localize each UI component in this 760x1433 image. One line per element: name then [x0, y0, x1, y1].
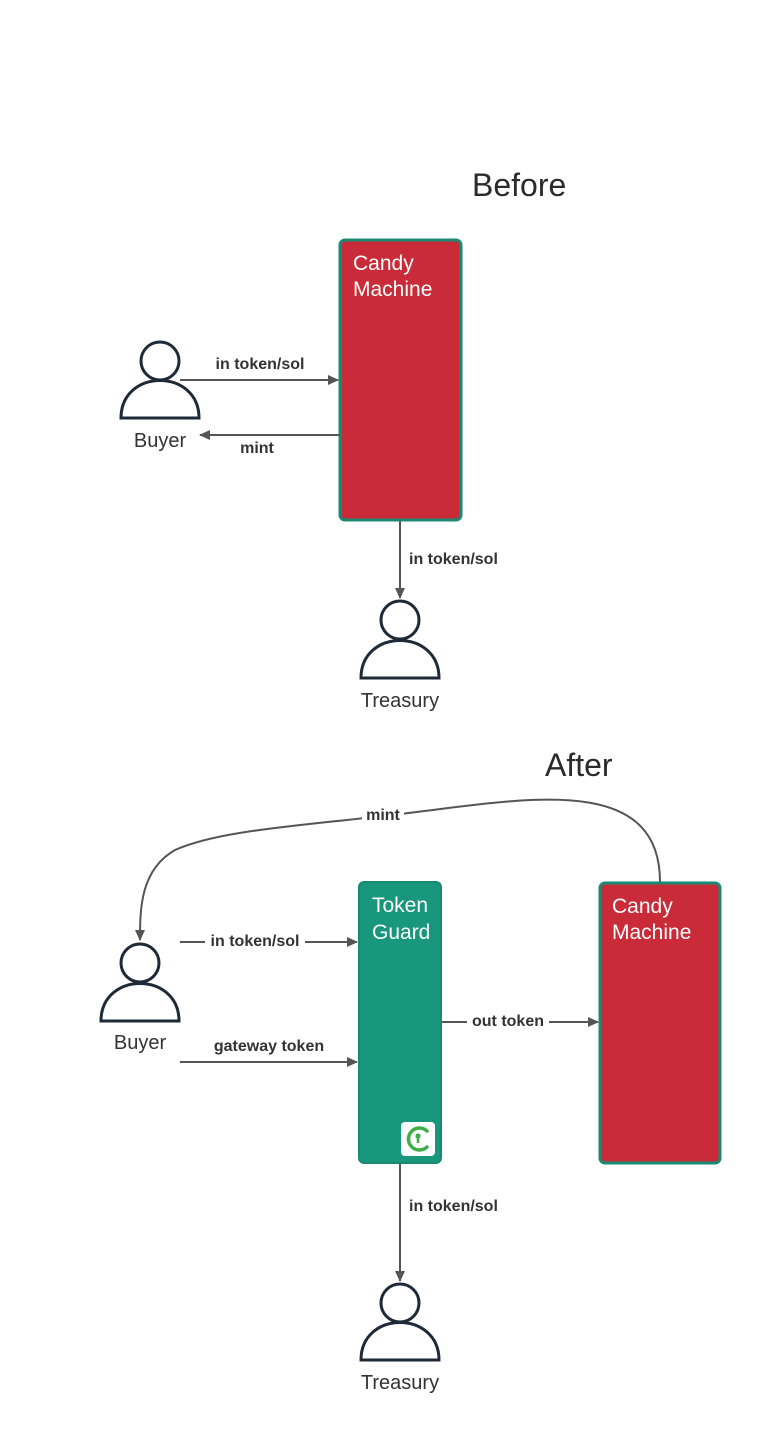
edge-label-in-token-sol: in token/sol [216, 356, 305, 373]
edge-label-in-token-sol-treasury-after: in token/sol [409, 1198, 498, 1215]
edge-label-out-token: out token [472, 1013, 544, 1030]
treasury-person-icon-before [359, 599, 441, 680]
candy-machine-label-line1: Candy [353, 252, 414, 275]
buyer-person-icon-before [119, 340, 201, 420]
treasury-person-icon-after [359, 1282, 441, 1362]
edge-candy-machine-to-buyer-mint [135, 798, 661, 941]
candy-machine-after-label-line1: Candy [612, 895, 673, 918]
before-title: Before [472, 167, 566, 203]
token-guard-label-line1: Token [372, 894, 428, 917]
edge-label-in-token-sol-treasury: in token/sol [409, 551, 498, 568]
candy-machine-box-before: Candy Machine [338, 238, 463, 522]
buyer-person-icon-after [99, 942, 181, 1023]
candy-machine-box-after: Candy Machine [598, 881, 722, 1165]
edge-label-in-token-sol-guard: in token/sol [211, 933, 300, 950]
after-title: After [545, 747, 613, 783]
edge-label-mint-after: mint [366, 807, 400, 824]
edge-label-gateway-token: gateway token [214, 1038, 324, 1055]
token-guard-label-line2: Guard [372, 921, 430, 944]
treasury-label-after: Treasury [361, 1372, 439, 1394]
buyer-label-after: Buyer [114, 1032, 167, 1054]
candy-machine-after-label-line2: Machine [612, 921, 691, 944]
edge-label-mint: mint [240, 440, 274, 457]
civic-lock-icon [401, 1122, 435, 1156]
treasury-label-before: Treasury [361, 690, 439, 712]
token-guard-box: Token Guard [358, 881, 442, 1164]
candy-machine-label-line2: Machine [353, 278, 432, 301]
buyer-label-before: Buyer [134, 430, 187, 452]
